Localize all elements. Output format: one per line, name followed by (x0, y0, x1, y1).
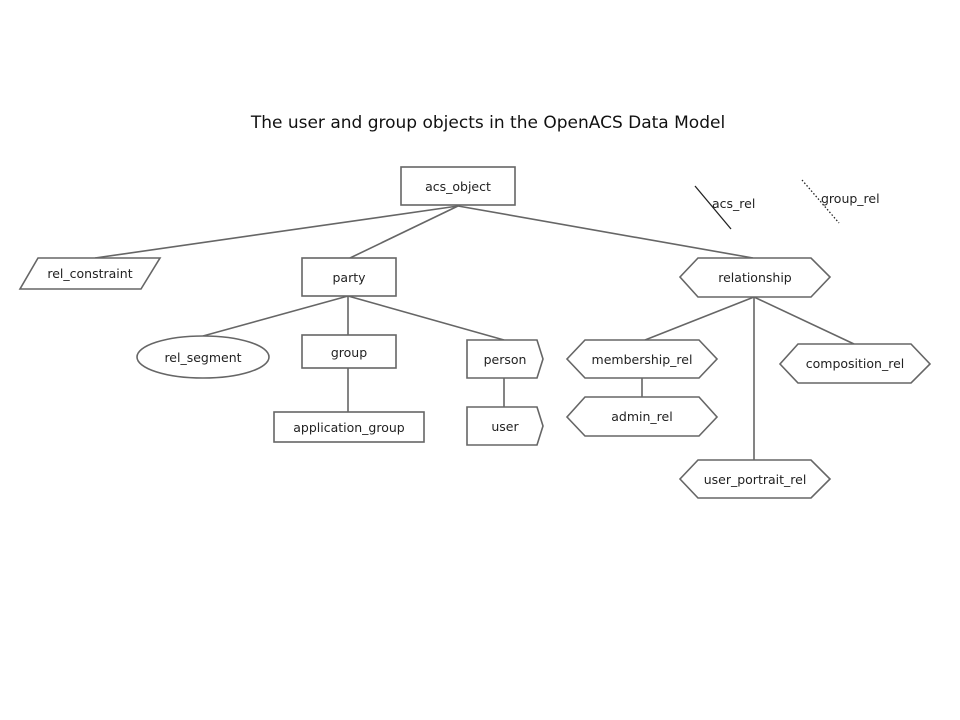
edge-acs-object-party (349, 205, 459, 259)
legend-group-rel-line (801, 179, 840, 224)
node-acs-object: acs_object (400, 166, 516, 206)
group-label: group (331, 345, 367, 360)
diagram-title: The user and group objects in the OpenAC… (250, 113, 725, 133)
legend: acs_rel group_rel (694, 179, 880, 230)
edge-party-rel-segment (202, 295, 349, 337)
node-user-portrait-rel: user_portrait_rel (678, 459, 832, 499)
membership-rel-label: membership_rel (592, 352, 693, 367)
person-pentagon (466, 339, 544, 379)
node-rel-constraint: rel_constraint (18, 257, 162, 290)
node-group: group (301, 334, 397, 369)
acs-object-label: acs_object (425, 179, 491, 194)
user-pentagon (466, 406, 544, 446)
node-membership-rel: membership_rel (565, 339, 719, 379)
legend-acs-rel-label: acs_rel (712, 196, 755, 211)
edge-relationship-composition-rel (753, 296, 855, 345)
user-portrait-rel-stadium (678, 459, 832, 499)
edge-relationship-membership-rel (644, 296, 755, 341)
node-relationship: relationship (678, 257, 832, 298)
legend-acs-rel-line (694, 185, 732, 230)
composition-rel-stadium (778, 343, 932, 384)
node-application-group: application_group (273, 411, 425, 443)
party-box (301, 257, 397, 297)
legend-group-rel-label: group_rel (821, 191, 880, 206)
admin-rel-stadium (565, 396, 719, 437)
relationship-stadium (678, 257, 832, 298)
party-label: party (332, 270, 366, 285)
rel-segment-ellipse (136, 335, 270, 379)
node-person: person (466, 339, 544, 379)
edge-acs-object-rel-constraint (94, 205, 459, 259)
rel-constraint-parallelogram (18, 257, 162, 290)
rel-segment-label: rel_segment (164, 350, 241, 365)
node-admin-rel: admin_rel (565, 396, 719, 437)
relationship-label: relationship (718, 270, 792, 285)
application-group-box (273, 411, 425, 443)
acs-object-box (400, 166, 516, 206)
edge-party-person (347, 295, 505, 341)
user-portrait-rel-label: user_portrait_rel (704, 472, 807, 487)
rel-constraint-label: rel_constraint (47, 266, 132, 281)
group-box (301, 334, 397, 369)
composition-rel-label: composition_rel (806, 356, 905, 371)
node-rel-segment: rel_segment (136, 335, 270, 379)
node-composition-rel: composition_rel (778, 343, 932, 384)
node-user: user (466, 406, 544, 446)
application-group-label: application_group (293, 420, 405, 435)
user-label: user (491, 419, 519, 434)
person-label: person (484, 352, 527, 367)
edges (94, 205, 855, 460)
node-party: party (301, 257, 397, 297)
admin-rel-label: admin_rel (611, 409, 672, 424)
membership-rel-stadium (565, 339, 719, 379)
edge-acs-object-relationship (457, 205, 754, 259)
